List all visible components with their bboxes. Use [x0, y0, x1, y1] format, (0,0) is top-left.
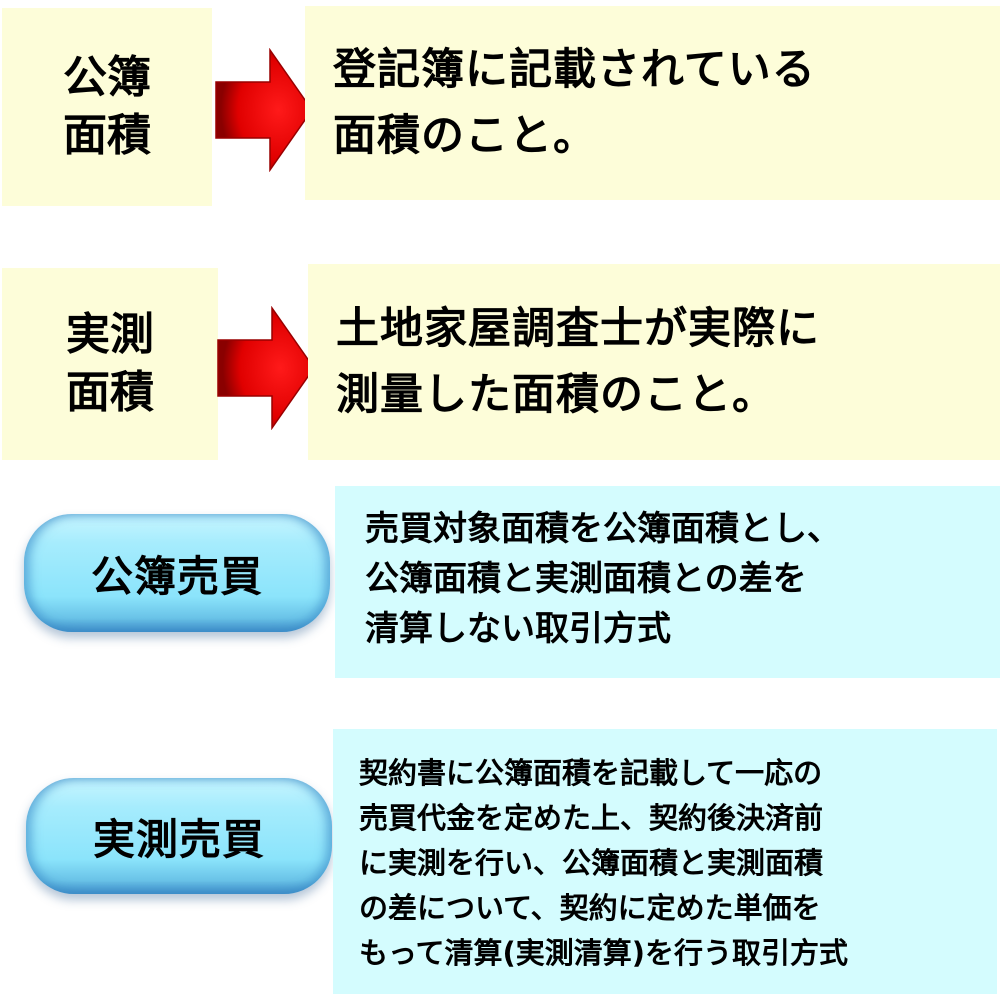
- term-box-koubo-menseki: 公簿 面積: [2, 8, 212, 206]
- term-line: 公簿: [63, 52, 151, 103]
- definition-line: 登記簿に記載されている: [333, 45, 816, 95]
- pill-jissoku-baibai: 実測売買: [26, 778, 332, 894]
- description-line: 契約書に公簿面積を記載して一応の: [359, 756, 823, 790]
- description-box-koubo-baibai: 売買対象面積を公簿面積とし、 公簿面積と実測面積との差を 清算しない取引方式: [335, 486, 1000, 678]
- term-box-jissoku-menseki: 実測 面積: [2, 268, 218, 460]
- pill-label: 実測売買: [92, 814, 265, 864]
- definition-line: 面積のこと。: [333, 111, 597, 161]
- description-line: 売買代金を定めた上、契約後決済前: [359, 801, 824, 835]
- term-line: 面積: [66, 367, 154, 418]
- term-line: 面積: [63, 110, 151, 161]
- pill-koubo-baibai: 公簿売買: [24, 514, 330, 632]
- description-line: もって清算(実測清算)を行う取引方式: [359, 936, 849, 970]
- description-line: の差について、契約に定めた単価を: [359, 891, 821, 925]
- description-line: 清算しない取引方式: [365, 609, 671, 649]
- right-arrow-icon: [215, 48, 313, 172]
- description-line: 売買対象面積を公簿面積とし、: [365, 509, 841, 549]
- right-arrow-icon: [217, 306, 315, 430]
- definition-line: 測量した面積のこと。: [336, 370, 776, 420]
- definition-line: 土地家屋調査士が実際に: [336, 304, 820, 354]
- description-line: に実測を行い、公簿面積と実測面積: [359, 846, 824, 880]
- term-line: 実測: [66, 309, 154, 360]
- definition-box-jissoku-menseki: 土地家屋調査士が実際に 測量した面積のこと。: [308, 264, 1000, 460]
- definition-box-koubo-menseki: 登記簿に記載されている 面積のこと。: [305, 6, 1000, 200]
- description-line: 公簿面積と実測面積との差を: [365, 559, 807, 599]
- pill-label: 公簿売買: [90, 551, 263, 601]
- description-box-jissoku-baibai: 契約書に公簿面積を記載して一応の 売買代金を定めた上、契約後決済前 に実測を行い…: [333, 729, 997, 994]
